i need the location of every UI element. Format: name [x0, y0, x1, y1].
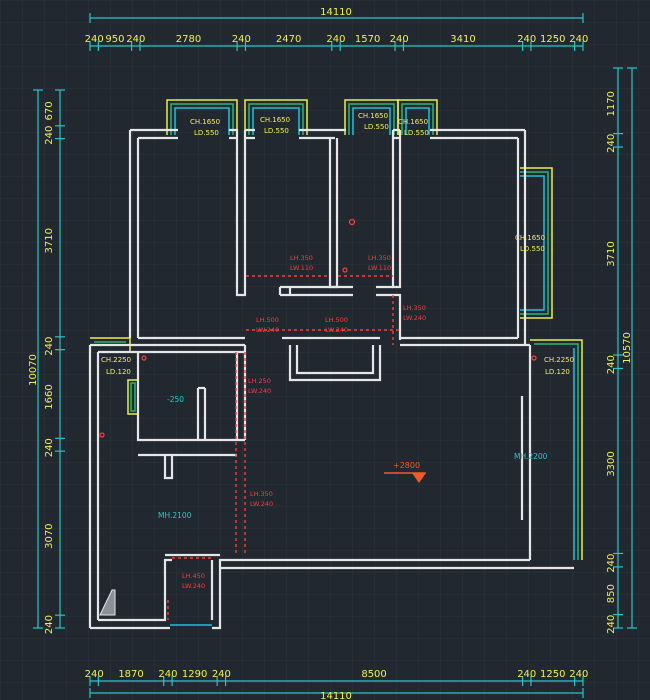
top-dimension-label: 240	[326, 34, 345, 45]
red-markers	[99, 218, 537, 438]
bottom-dimension-label: 8500	[361, 669, 386, 680]
beam-6-lw: LW.240	[248, 387, 271, 395]
top-dimension-label: 2780	[176, 34, 201, 45]
window-1-ch: CH.1650	[190, 118, 220, 126]
window-labels: CH.1650 LD.550 CH.1650 LD.550 CH.1650 LD…	[101, 112, 574, 376]
bottom-total-dimension: 14110	[320, 691, 352, 700]
bottom-dimension-label: 1870	[118, 669, 143, 680]
left-dimension-label: 3070	[44, 523, 55, 548]
right-dimension-label: 850	[606, 584, 617, 603]
bottom-dimension-label: 1250	[540, 669, 565, 680]
window-7-ld: LD.120	[545, 368, 570, 376]
left-dimension-label: 670	[44, 101, 55, 120]
top-dimension-label: 1570	[355, 34, 380, 45]
beam-3-lw: LW.240	[403, 314, 426, 322]
bottom-dimension-label: 1290	[182, 669, 207, 680]
window-3-ld: LD.550	[364, 123, 389, 131]
living-room-height: MH.2200	[514, 452, 548, 461]
beam-1-lw: LW.110	[290, 264, 313, 272]
left-dimension-label: 240	[44, 337, 55, 356]
beam-lines	[167, 275, 400, 620]
bottom-dimension-label: 240	[85, 669, 104, 680]
beam-8-lw: LW.240	[182, 582, 205, 590]
elevation-marker-icon	[384, 472, 426, 483]
window-2-ld: LD.550	[264, 127, 289, 135]
right-dimension-label: 3300	[606, 451, 617, 476]
bottom-dimension-label: 240	[517, 669, 536, 680]
top-dimension-label: 240	[390, 34, 409, 45]
beam-6-lh: LH.250	[248, 377, 271, 385]
kitchen-height: MH.2100	[158, 511, 192, 520]
window-frames	[90, 99, 583, 626]
top-dimension-label: 950	[105, 34, 124, 45]
beam-7-lw: LW.240	[250, 500, 273, 508]
left-dimension-label: 3710	[44, 228, 55, 253]
beam-3-lh: LH.350	[403, 304, 426, 312]
beam-4-lw: LW.240	[256, 326, 279, 334]
bottom-dimension-label: 240	[158, 669, 177, 680]
top-dimension-label: 240	[569, 34, 588, 45]
window-1-ld: LD.550	[194, 129, 219, 137]
top-dimension-label: 240	[126, 34, 145, 45]
beam-8-lh: LH.450	[182, 572, 205, 580]
floor-elevation-label: +2800	[393, 461, 420, 470]
right-dimension-label: 240	[606, 134, 617, 153]
top-dimension-label: 240	[85, 34, 104, 45]
top-dimension-label: 3410	[450, 34, 475, 45]
bottom-dimension-label: 240	[212, 669, 231, 680]
beam-5-lh: LH.500	[325, 316, 348, 324]
right-dimension-label: 3710	[606, 241, 617, 266]
window-4-ch: CH.1650	[398, 118, 428, 126]
window-2-ch: CH.1650	[260, 116, 290, 124]
window-5-ch: CH.1650	[515, 234, 545, 242]
beam-5-lw: LW.240	[325, 326, 348, 334]
right-total-dimension: 10570	[622, 332, 633, 364]
beam-1-lh: LH.350	[290, 254, 313, 262]
left-total-dimension: 10070	[28, 354, 39, 386]
dimension-ticks	[33, 13, 637, 698]
top-dimension-label: 240	[232, 34, 251, 45]
right-dimension-label: 240	[606, 355, 617, 374]
top-dimension-label: 240	[517, 34, 536, 45]
window-6-ch: CH.2250	[101, 356, 131, 364]
beam-2-lh: LH.350	[368, 254, 391, 262]
beam-7-lh: LH.350	[250, 490, 273, 498]
walls	[88, 128, 574, 630]
right-dimension-label: 1170	[606, 91, 617, 116]
bathroom-level: -250	[167, 395, 184, 404]
beam-labels: LH.350 LW.110 LH.350 LW.110 LH.350 LW.24…	[182, 254, 426, 590]
left-dimension-label: 240	[44, 126, 55, 145]
left-dimension-label: 1660	[44, 384, 55, 409]
left-dimension-label: 240	[44, 615, 55, 634]
right-dimension-label: 240	[606, 615, 617, 634]
beam-2-lw: LW.110	[368, 264, 391, 272]
top-dimension-label: 2470	[276, 34, 301, 45]
right-dimension-label: 240	[606, 554, 617, 573]
left-dimension-label: 240	[44, 438, 55, 457]
window-6-ld: LD.120	[106, 368, 131, 376]
window-4-ld: LD.550	[404, 129, 429, 137]
window-5-ld: LD.550	[520, 245, 545, 253]
bottom-dimension-label: 240	[569, 669, 588, 680]
top-total-dimension: 14110	[320, 7, 352, 18]
window-7-ch: CH.2250	[544, 356, 574, 364]
bath-fixture-icon	[99, 589, 116, 616]
top-dimension-label: 1250	[540, 34, 565, 45]
beam-4-lh: LH.500	[256, 316, 279, 324]
window-3-ch: CH.1650	[358, 112, 388, 120]
